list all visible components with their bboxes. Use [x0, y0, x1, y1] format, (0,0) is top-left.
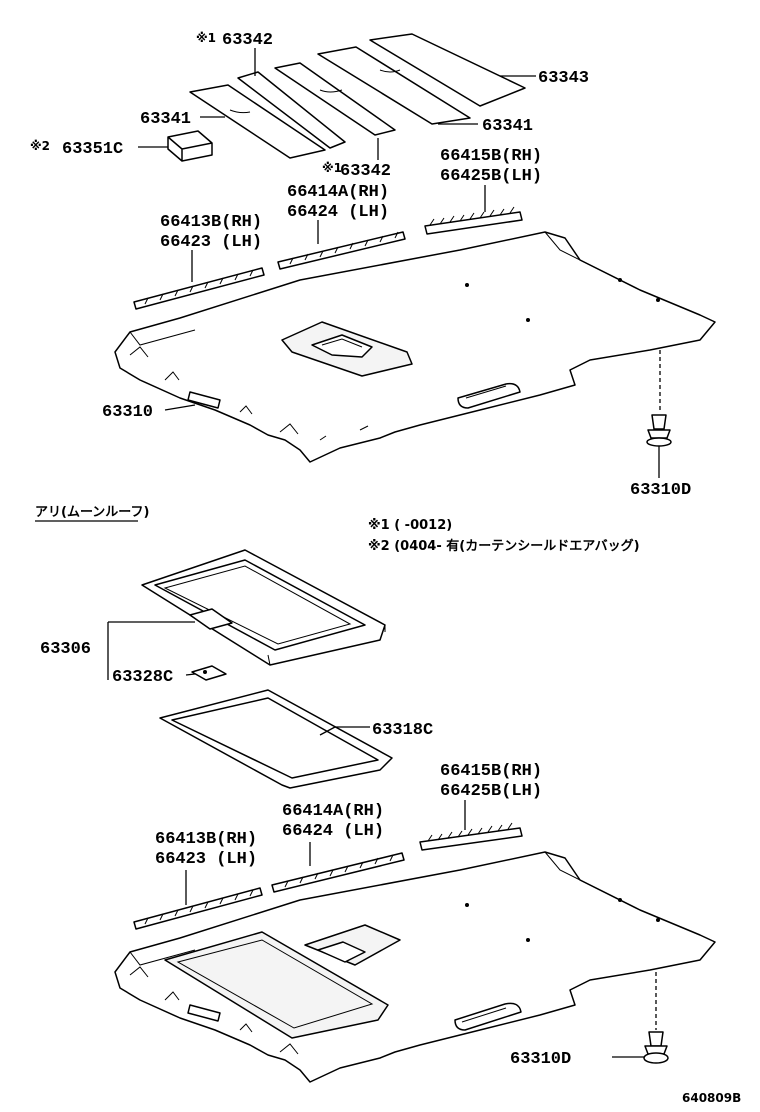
label-63318c: 63318C: [372, 721, 433, 740]
label-66414a-rh-top: 66414A(RH): [287, 183, 389, 202]
roof-pads-group: [167, 33, 526, 162]
label-63306: 63306: [40, 640, 91, 659]
grip-left-bottom: [187, 1004, 221, 1022]
clip-63328c: [185, 665, 227, 681]
mark-63351c: ※2: [30, 139, 50, 153]
label-63351c: 63351C: [62, 140, 123, 159]
label-66424-lh-top: 66424 (LH): [287, 203, 389, 222]
section-notes: アリ(ムーンルーフ) ※1 ( -0012) ※2 (0404- 有(カーテンシ…: [35, 505, 640, 554]
label-66425b-lh-top: 66425B(LH): [440, 167, 542, 186]
label-66424-lh-bottom: 66424 (LH): [282, 822, 384, 841]
headliner-moonroof: [114, 851, 716, 1083]
label-66425b-lh-bottom: 66425B(LH): [440, 782, 542, 801]
label-66413b-rh-top: 66413B(RH): [160, 213, 262, 232]
label-66415b-rh-bottom: 66415B(RH): [440, 762, 542, 781]
block-63351c: [167, 130, 213, 162]
pad-wave: [229, 69, 401, 114]
label-66414a-rh-bottom: 66414A(RH): [282, 802, 384, 821]
pad-63342-top: [237, 71, 346, 149]
labels-top: ※1 63342 63343 63341 63341 ※2 63351C ※1 …: [30, 31, 691, 500]
pad-63341-left: [189, 84, 326, 159]
label-63343: 63343: [538, 69, 589, 88]
figure-code: 640809B: [682, 1091, 741, 1105]
label-66413b-rh-bottom: 66413B(RH): [155, 830, 257, 849]
pad-63341-right: [317, 46, 471, 125]
label-63342-bottom: 63342: [340, 162, 391, 181]
grip-right-bottom: [454, 1002, 522, 1031]
label-63341-left: 63341: [140, 110, 191, 129]
moonroof-opening: [164, 931, 389, 1039]
sunroof-garnish-63318c: [159, 689, 393, 789]
strip-66413b-1: [133, 267, 265, 310]
note-1: ※1 ( -0012): [368, 518, 452, 533]
note-2: ※2 (0404- 有(カーテンシールドエアバッグ): [368, 538, 640, 554]
strip-66415b-2: [419, 827, 523, 851]
label-63328c: 63328C: [112, 668, 173, 687]
label-63310d-top: 63310D: [630, 481, 691, 500]
headliner-63310: [114, 231, 716, 463]
strips-bottom: [133, 800, 523, 930]
pad-63342-bottom: [274, 62, 396, 136]
clip-63310d-top: [646, 414, 672, 478]
strip-66414a-2: [271, 852, 405, 893]
leader-lines-top: [138, 48, 536, 411]
labels-bottom: 63306 63328C 63318C 66415B(RH) 66425B(LH…: [40, 640, 741, 1105]
sunroof-handle-recess: [189, 608, 233, 630]
label-63310: 63310: [102, 403, 153, 422]
mark-63342-bottom: ※1: [322, 161, 342, 175]
pad-63343: [369, 33, 526, 107]
label-66423-lh-bottom: 66423 (LH): [155, 850, 257, 869]
label-66423-lh-top: 66423 (LH): [160, 233, 262, 252]
clip-63310d-bottom: [612, 1031, 669, 1064]
grip-right-top: [457, 382, 521, 409]
headliner-outline-top: [114, 231, 716, 463]
label-63342-top: 63342: [222, 31, 273, 50]
grip-left-top: [187, 391, 221, 409]
label-66415b-rh-top: 66415B(RH): [440, 147, 542, 166]
strip-66415b-1: [424, 211, 523, 235]
mark-63342-top: ※1: [196, 31, 216, 45]
label-63341-right: 63341: [482, 117, 533, 136]
strip-66414a-1: [277, 231, 406, 270]
strip-66413b-2: [133, 887, 263, 930]
section-title-moonroof: アリ(ムーンルーフ): [35, 505, 149, 520]
label-63310d-bottom: 63310D: [510, 1050, 571, 1069]
sunroof-frame-63306: [107, 549, 386, 680]
strips-top: [133, 206, 523, 310]
